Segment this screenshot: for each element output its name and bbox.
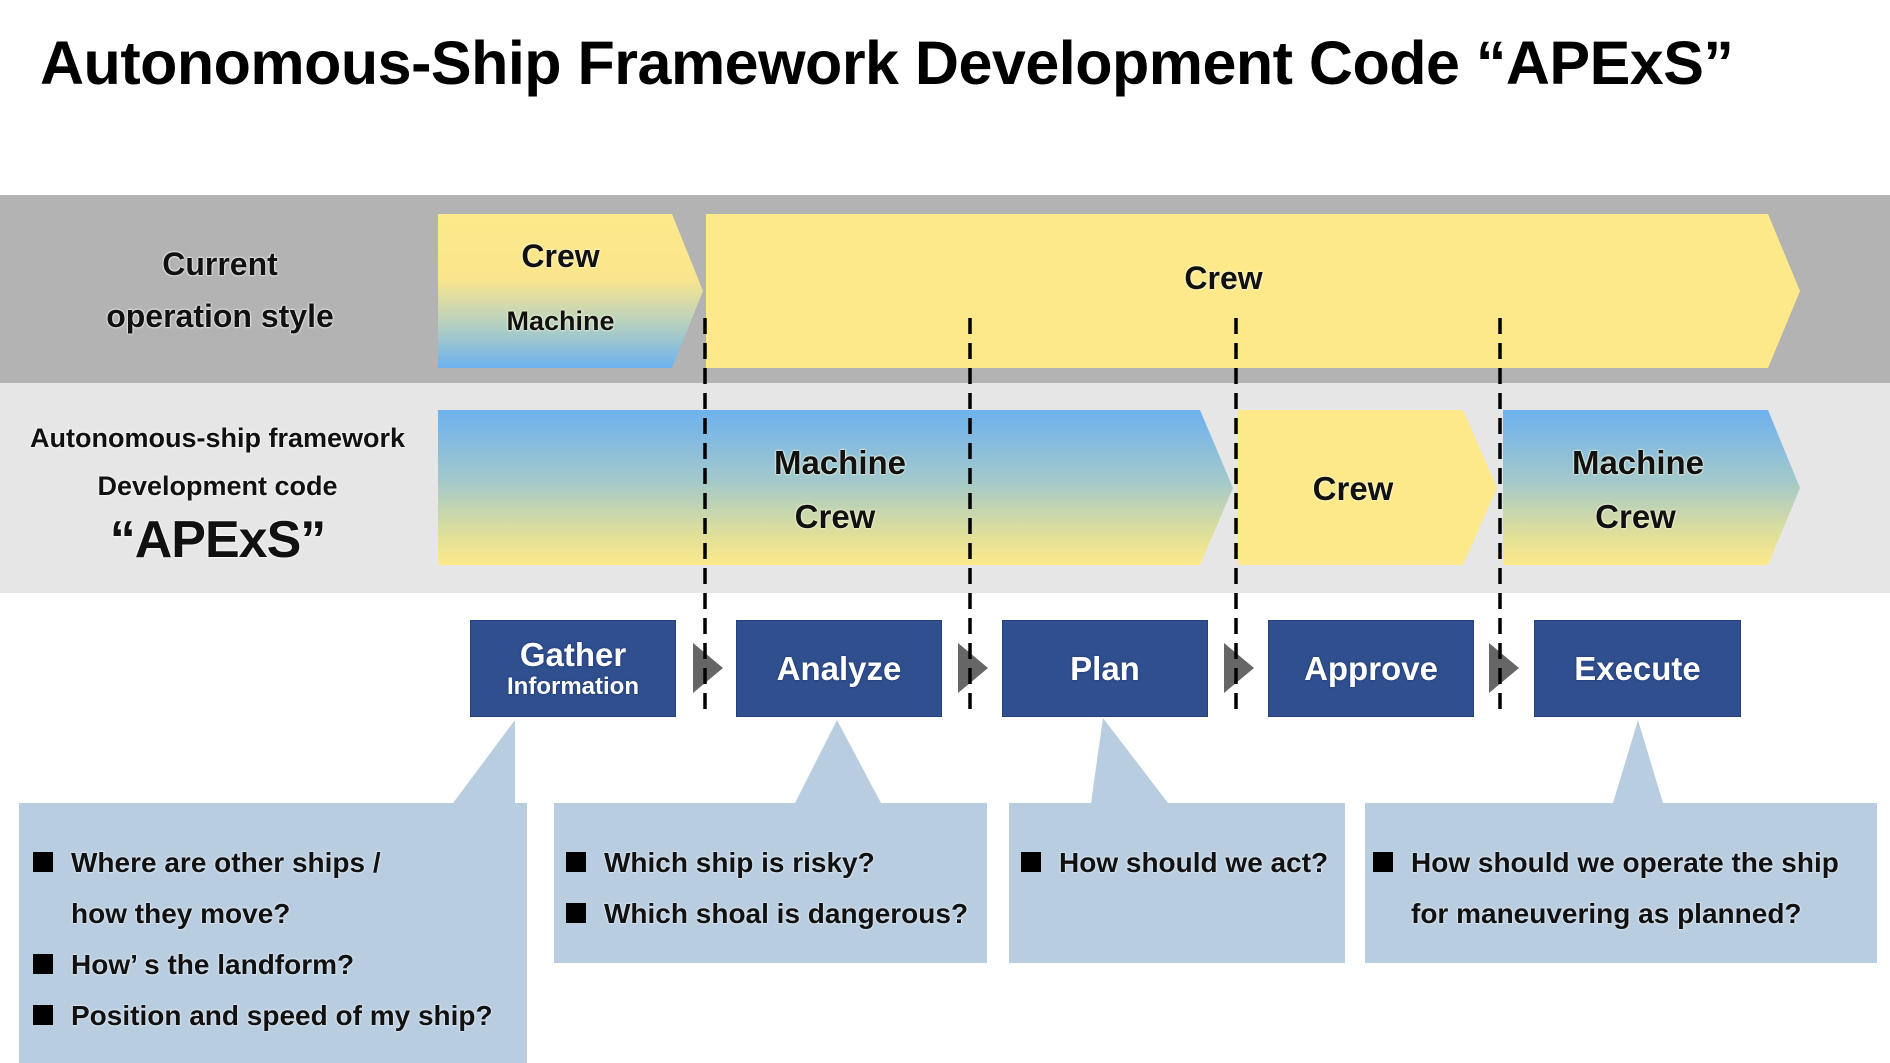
segment-label: Machine [506,306,615,336]
square-bullet-icon [33,1005,53,1025]
callout-execute-text: How should we operate the ship for maneu… [1373,837,1839,939]
apexs-code: “APExS” [109,511,327,569]
step-execute: Execute [1534,620,1741,717]
step-arrow-icon [958,643,988,693]
square-bullet-icon [1373,852,1393,872]
label-line: operation style [106,298,334,334]
square-bullet-icon [1021,852,1041,872]
segment-label: Crew [1595,498,1676,535]
apexs-arrow-machine-crew-2 [1503,410,1800,565]
step-label: Gather [519,635,627,673]
current-arrow-crew [706,214,1800,368]
label-line: Development code [97,471,338,501]
label-line: Current [162,246,278,282]
label-line: Autonomous-ship framework [29,423,406,453]
callout-item: How should we operate the ship for maneu… [1373,837,1839,939]
square-bullet-icon [566,852,586,872]
callout-item: How’ s the landform? [33,939,493,990]
callout-plan [1009,718,1345,963]
square-bullet-icon [566,903,586,923]
segment-label: Crew [1312,470,1394,507]
step-sublabel: Information [507,672,639,700]
callout-execute [1365,720,1877,963]
step-label: Plan [1070,649,1140,687]
current-operation-label: Current operation style [0,238,440,342]
step-label: Approve [1304,649,1438,687]
callout-gather-text: Where are other ships / how they move? H… [33,837,493,1041]
step-arrow-icon [1224,643,1254,693]
square-bullet-icon [33,954,53,974]
callout-item: Position and speed of my ship? [33,990,493,1041]
segment-label: Machine [1571,444,1705,481]
callout-item: Where are other ships / how they move? [33,837,493,939]
step-arrow-icon [1489,643,1519,693]
callout-plan-text: How should we act? [1021,837,1328,888]
segment-label: Crew [1184,260,1263,296]
page-title: Autonomous-Ship Framework Development Co… [40,29,1734,97]
apexs-arrow-crew [1238,410,1497,565]
step-label: Execute [1574,649,1701,687]
step-label: Analyze [776,649,902,687]
segment-label: Machine [773,444,907,481]
square-bullet-icon [33,852,53,872]
current-arrow-crew-machine [438,214,703,368]
callout-item: How should we act? [1021,837,1328,888]
step-gather-information: Gather Information [470,620,676,717]
apexs-arrow-machine-crew-1 [438,410,1233,565]
callout-item: Which shoal is dangerous? [566,888,968,939]
callout-gather [19,720,527,1063]
step-analyze: Analyze [736,620,942,717]
callout-analyze [554,720,987,963]
segment-label: Crew [794,498,876,535]
step-approve: Approve [1268,620,1474,717]
step-arrow-icon [693,643,723,693]
segment-label: Crew [521,238,600,274]
callout-item: Which ship is risky? [566,837,968,888]
apexs-label: Autonomous-ship framework Development co… [0,414,435,510]
callout-analyze-text: Which ship is risky? Which shoal is dang… [566,837,968,939]
step-plan: Plan [1002,620,1208,717]
